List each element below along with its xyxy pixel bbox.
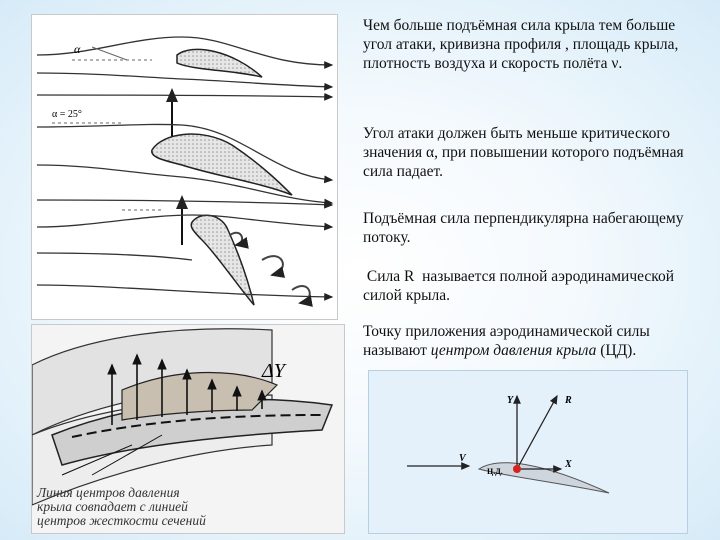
delta-y-label: ΔY <box>261 360 287 382</box>
x-force-label: X <box>564 459 572 470</box>
r-force-label: R <box>564 395 572 406</box>
paragraph-full-force: Сила R называется полной аэродинамическо… <box>363 267 708 305</box>
center-of-pressure-term: центром давления крыла <box>430 342 597 359</box>
airfoil-small-angle: α <box>36 36 334 101</box>
airfoil-flow-figure: α α = 25° <box>31 14 338 320</box>
paragraph-end: (ЦД). <box>596 342 637 359</box>
airfoil-medium-angle: α = 25° <box>36 88 334 209</box>
wing-caption-line3: центров жесткости сечений <box>37 513 206 528</box>
airfoil-stall-angle <box>36 195 334 307</box>
center-of-pressure-point <box>513 465 521 473</box>
paragraph-text: Чем больше подъёмная сила крыла тем боль… <box>363 17 679 72</box>
wing-caption-line1: Линия центров давления <box>36 485 180 500</box>
paragraph-text: Подъёмная сила перпендикулярна набегающе… <box>363 210 684 246</box>
wing-pressure-figure: ΔY Линия центров давления крыла совпадае… <box>31 324 345 534</box>
y-force-label: Y <box>507 395 514 406</box>
alpha-label: α <box>74 42 81 56</box>
forces-diagram: Y R V X Ц.Д. <box>368 370 688 534</box>
cd-label: Ц.Д. <box>487 467 503 476</box>
paragraph-lift-factors: Чем больше подъёмная сила крыла тем боль… <box>363 16 708 73</box>
paragraph-start: Точку приложения аэродинамической силы н… <box>363 323 650 359</box>
paragraph-text: Сила R называется полной аэродинамическо… <box>363 268 678 304</box>
paragraph-text: Точку приложения аэродинамической силы н… <box>363 322 708 360</box>
paragraph-text: Угол атаки должен быть меньше критическо… <box>363 125 684 180</box>
alpha-25-label: α = 25° <box>52 109 82 120</box>
paragraph-center-of-pressure: Точку приложения аэродинамической силы н… <box>363 322 708 360</box>
v-velocity-label: V <box>459 453 467 464</box>
paragraph-critical-angle: Угол атаки должен быть меньше критическо… <box>363 124 708 181</box>
paragraph-lift-perpendicular: Подъёмная сила перпендикулярна набегающе… <box>363 209 708 247</box>
wing-caption-line2: крыла совпадает с линией <box>37 499 188 514</box>
